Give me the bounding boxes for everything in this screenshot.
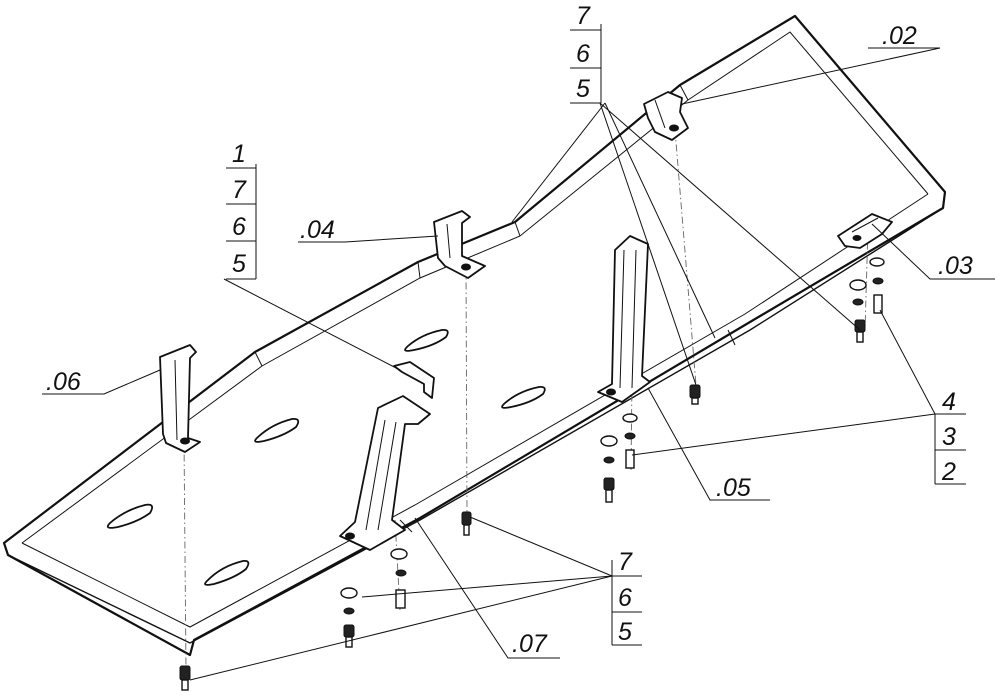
callout-07: .07 [512,630,548,658]
callout-05: .05 [716,474,751,502]
drain-slot [106,503,154,529]
skid-plate [2,14,947,657]
bracket-07 [339,361,435,551]
drain-slot [404,328,449,352]
stack-top-left-item: 6 [232,213,246,241]
bracket-06 [159,344,201,453]
stack-top-right-item: 5 [576,75,590,103]
stack-bottom-item: 6 [618,584,632,612]
stack-top-right-item: 7 [576,2,591,30]
stack-top-right: 7 6 5 [570,2,601,104]
bracket-04 [433,210,486,279]
drain-slot [204,560,250,586]
callout-03: .03 [938,252,973,280]
stack-bottom-item: 7 [618,548,633,576]
bracket-05 [597,235,651,403]
stack-right-item: 3 [942,423,956,451]
stack-top-left: 1 7 6 5 [226,140,256,280]
fastener-set [179,665,191,691]
callout-02: .02 [882,22,917,50]
fastener-set [340,548,408,648]
bracket-02 [643,91,689,141]
stack-right: 4 3 2 [935,388,966,486]
drain-slot [254,418,300,443]
leader-lines [42,24,995,681]
fastener-set [849,257,885,343]
fasteners [179,257,885,691]
drain-slot [501,385,546,409]
stack-top-right-item: 6 [576,40,590,68]
stack-top-left-item: 5 [232,250,246,278]
drain-slots [106,328,546,586]
callout-04: .04 [300,216,335,244]
stack-top-left-item: 1 [232,140,246,168]
stack-bottom-item: 5 [618,618,632,646]
fastener-set [600,413,638,503]
stack-top-left-item: 7 [232,176,247,204]
fastener-set [461,511,472,536]
callout-labels: .06 .04 .02 .03 .05 .07 [46,22,973,658]
stack-bottom: 7 6 5 [612,548,642,646]
callout-06: .06 [46,368,81,396]
stack-right-item: 4 [942,388,956,416]
fastener-set [689,384,701,405]
stack-right-item: 2 [941,458,956,486]
